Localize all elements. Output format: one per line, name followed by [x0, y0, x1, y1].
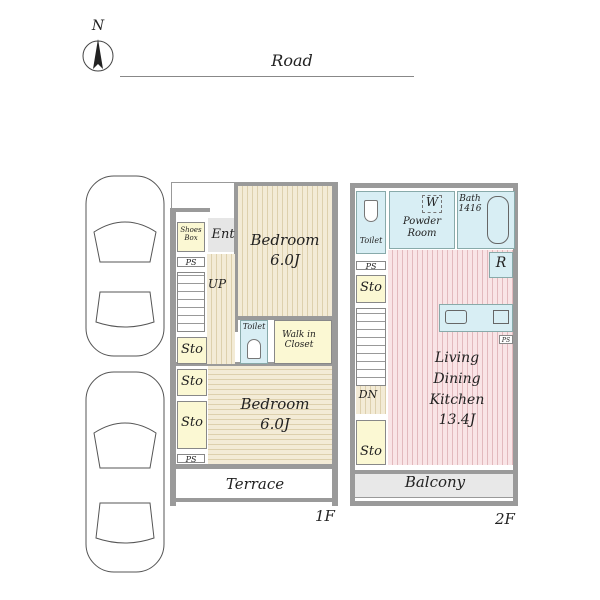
refrigerator-label: R — [495, 255, 507, 271]
compass-arrow-icon — [82, 39, 114, 72]
shoes-box — [177, 222, 205, 252]
ldk-size: 13.4J — [438, 412, 476, 428]
bedroom-bottom-label: Bedroom — [240, 395, 310, 413]
toilet-label: Toilet — [359, 236, 383, 245]
toilet-icon — [364, 200, 378, 222]
sink-icon — [445, 310, 467, 324]
balcony — [355, 470, 513, 498]
shoes-box-label: Shoes Box — [180, 226, 202, 243]
refrigerator — [489, 252, 513, 278]
storage-1 — [356, 275, 386, 303]
ps-label: PS — [177, 454, 205, 464]
balcony-label: Balcony — [404, 473, 466, 491]
walk-in-closet-label: Walk in Closet — [282, 330, 316, 351]
room-ldk — [388, 250, 513, 465]
stairs — [356, 308, 386, 386]
storage-3 — [177, 401, 207, 449]
ps-label: PS — [356, 261, 386, 271]
entrance-label: Ent — [211, 227, 235, 242]
floor2-plan: Toilet W Powder Room Bath 1416 PS Sto DN… — [350, 183, 518, 506]
compass-label: N — [91, 18, 105, 34]
floor1-plan: Bedroom 6.0J Ent Shoes Box PS UP Toilet … — [170, 182, 338, 506]
toilet-label: Toilet — [242, 322, 266, 331]
powder-room-label: Powder Room — [402, 216, 441, 239]
ps-label: PS — [177, 257, 205, 267]
storage-label: Sto — [181, 342, 203, 357]
bath-label: Bath 1416 — [458, 194, 482, 215]
stairs-up-label: UP — [207, 277, 227, 291]
storage-label: Sto — [181, 374, 203, 389]
room-bedroom-top — [238, 186, 332, 318]
storage-2 — [177, 369, 207, 396]
washer-label: W — [425, 195, 439, 209]
stairs-down — [356, 386, 386, 414]
bedroom-top-size: 6.0J — [270, 251, 300, 269]
bedroom-top-label: Bedroom — [250, 231, 320, 249]
storage-label: Sto — [181, 415, 203, 430]
parking-car-icon — [85, 175, 165, 357]
stair-corridor — [207, 254, 235, 364]
storage-label: Sto — [360, 444, 382, 459]
room-bedroom-bottom — [208, 366, 332, 464]
ps-label: PS — [499, 335, 513, 344]
parking-car-icon — [85, 371, 165, 573]
stove-icon — [493, 310, 509, 324]
storage-label: Sto — [360, 280, 382, 295]
walk-in-closet — [274, 320, 332, 364]
kitchen-counter — [439, 304, 513, 332]
storage-1 — [177, 337, 207, 364]
bathtub-icon — [487, 196, 509, 244]
washer-icon — [422, 195, 442, 213]
ldk-label: Living Dining Kitchen — [429, 350, 485, 408]
terrace-label: Terrace — [225, 475, 285, 493]
floor1-label: 1F — [315, 507, 335, 525]
road-label: Road — [271, 51, 313, 70]
toilet-icon — [247, 339, 261, 359]
stairs — [177, 272, 205, 332]
road-line — [120, 76, 414, 77]
floor2-label: 2F — [495, 510, 515, 528]
room-entrance — [208, 218, 234, 252]
storage-2 — [356, 420, 386, 465]
stairs-down-label: DN — [358, 388, 378, 401]
terrace — [176, 469, 332, 502]
north-compass: N — [80, 18, 116, 78]
bedroom-bottom-size: 6.0J — [260, 415, 290, 433]
